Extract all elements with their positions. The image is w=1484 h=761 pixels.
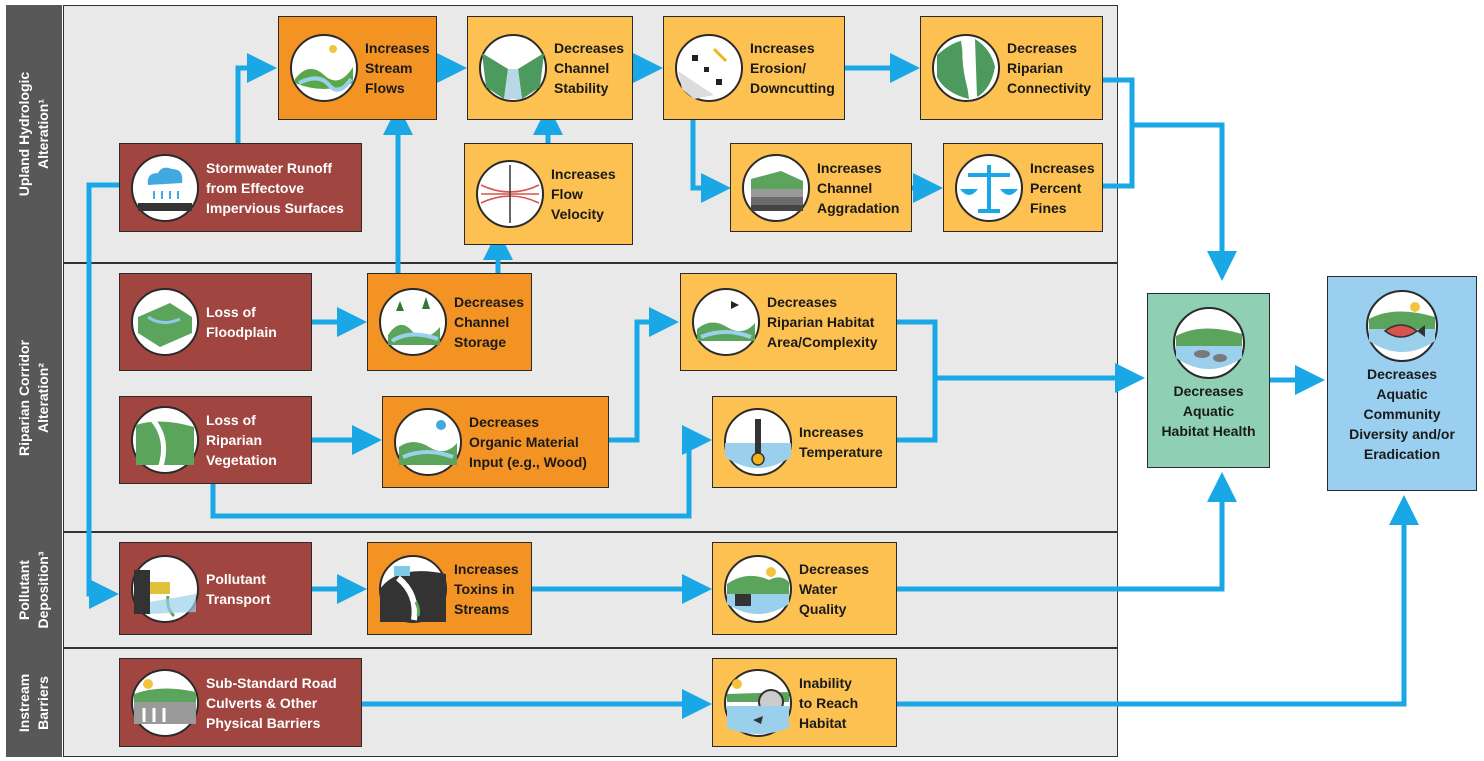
box-increases-channel-aggradation: Increases Channel Aggradation — [730, 143, 912, 232]
box-pollutant-transport: Pollutant Transport — [119, 542, 312, 635]
box-loss-of-floodplain: Loss of Floodplain — [119, 273, 312, 371]
box-decreases-channel-storage: Decreases Channel Storage — [367, 273, 532, 371]
flow-lines-icon — [476, 160, 544, 228]
box-decreases-aquatic-community: Decreases Aquatic Community Diversity an… — [1327, 276, 1477, 491]
box-text-stream-flows: Increases Stream Flows — [365, 40, 430, 96]
balance-scale-icon — [955, 153, 1023, 222]
box-inability-to-reach-habitat: Inability to Reach Habitat — [712, 658, 897, 747]
box-increases-erosion: Increases Erosion/ Downcutting — [663, 16, 845, 120]
box-text-water-quality: Decreases Water Quality — [799, 560, 870, 617]
box-decreases-organic-material: Decreases Organic Material Input (e.g., … — [382, 396, 609, 488]
floodplain-map-icon — [131, 288, 199, 356]
box-text-pollutant-transport: Pollutant Transport — [206, 570, 271, 607]
box-increases-flow-velocity: Increases Flow Velocity — [464, 143, 633, 245]
box-text-community: Decreases Aquatic Community Diversity an… — [1349, 366, 1455, 462]
culvert-icon — [131, 668, 199, 737]
box-increases-temperature: Increases Temperature — [712, 396, 897, 488]
box-loss-of-riparian-vegetation: Loss of Riparian Vegetation — [119, 396, 312, 484]
box-text-channel-stability: Decreases Channel Stability — [554, 40, 625, 96]
riparian-habitat-icon — [692, 288, 760, 356]
sediment-layers-icon — [742, 153, 810, 222]
aquatic-habitat-icon — [1172, 307, 1245, 379]
canyon-icon — [479, 34, 547, 102]
box-decreases-aquatic-habitat-health: Decreases Aquatic Habitat Health — [1147, 293, 1270, 468]
arrow-fines-to-health — [1103, 125, 1135, 189]
box-text-riparian-vegetation: Loss of Riparian Vegetation — [206, 412, 277, 468]
box-text-riparian-connectivity: Decreases Riparian Connectivity — [1007, 40, 1092, 96]
river-map-icon — [932, 34, 1000, 102]
box-text-riparian-habitat: Decreases Riparian Habitat Area/Complexi… — [767, 294, 878, 350]
arrow-waterquality-to-health — [897, 472, 1237, 592]
polluted-water-icon — [724, 554, 792, 623]
thermometer-icon — [724, 408, 792, 476]
culvert-fish-icon — [724, 668, 792, 737]
outfall-pipe-icon — [131, 554, 199, 623]
box-increases-stream-flows: Increases Stream Flows — [278, 16, 437, 120]
box-stormwater-runoff: Stormwater Runoff from Effectove Impervi… — [119, 143, 362, 232]
woody-debris-icon — [394, 408, 462, 476]
stream-icon — [290, 34, 358, 102]
arrow-vegetation-to-temperature — [210, 425, 712, 519]
box-text-percent-fines: Increases Percent Fines — [1030, 159, 1095, 216]
arrow-connectivity-to-health — [1103, 77, 1237, 281]
box-increases-toxins: Increases Toxins in Streams — [367, 542, 532, 635]
erosion-icon — [675, 34, 743, 102]
category-label-upland: Upland Hydrologic Alteration¹ — [6, 5, 62, 263]
box-decreases-channel-stability: Decreases Channel Stability — [467, 16, 633, 120]
box-text-stormwater: Stormwater Runoff from Effectove Impervi… — [206, 159, 344, 216]
box-text-reach-habitat: Inability to Reach Habitat — [799, 674, 859, 731]
box-text-habitat-health: Decreases Aquatic Habitat Health — [1161, 383, 1256, 439]
box-decreases-water-quality: Decreases Water Quality — [712, 542, 897, 635]
box-decreases-riparian-connectivity: Decreases Riparian Connectivity — [920, 16, 1103, 120]
box-decreases-riparian-habitat: Decreases Riparian Habitat Area/Complexi… — [680, 273, 897, 371]
box-text-channel-storage: Decreases Channel Storage — [454, 294, 525, 350]
arrow-stormwater-to-pollutant — [86, 182, 119, 609]
arrow-temperature-to-health — [897, 378, 938, 443]
box-text-toxins: Increases Toxins in Streams — [454, 560, 519, 617]
toxic-stream-icon — [379, 554, 447, 623]
category-label-pollutant: Pollutant Deposition³ — [6, 532, 62, 648]
rain-cloud-icon — [131, 153, 199, 222]
vegetation-stream-icon — [131, 406, 199, 474]
arrow-reach-to-community — [897, 495, 1419, 707]
box-sub-standard-culverts: Sub-Standard Road Culverts & Other Physi… — [119, 658, 362, 747]
box-text-flow-velocity: Increases Flow Velocity — [551, 166, 616, 222]
category-label-riparian: Riparian Corridor Alteration² — [6, 263, 62, 532]
box-text-temperature: Increases Temperature — [799, 424, 883, 460]
box-text-channel-aggradation: Increases Channel Aggradation — [817, 159, 900, 216]
box-text-culverts: Sub-Standard Road Culverts & Other Physi… — [206, 674, 337, 731]
box-increases-percent-fines: Increases Percent Fines — [943, 143, 1103, 232]
box-text-floodplain: Loss of Floodplain — [206, 304, 277, 340]
arrow-organic-to-habitat — [609, 307, 679, 443]
forest-stream-icon — [379, 288, 447, 356]
fish-icon — [1366, 290, 1438, 362]
box-text-erosion: Increases Erosion/ Downcutting — [750, 40, 835, 96]
arrow-erosion-to-aggradation — [690, 115, 731, 203]
arrow-stormwater-to-streamflows — [235, 53, 277, 143]
box-text-organic-material: Decreases Organic Material Input (e.g., … — [469, 414, 587, 470]
category-label-instream: Instream Barriers — [6, 648, 62, 757]
arrow-habitat-to-health — [897, 319, 1145, 393]
